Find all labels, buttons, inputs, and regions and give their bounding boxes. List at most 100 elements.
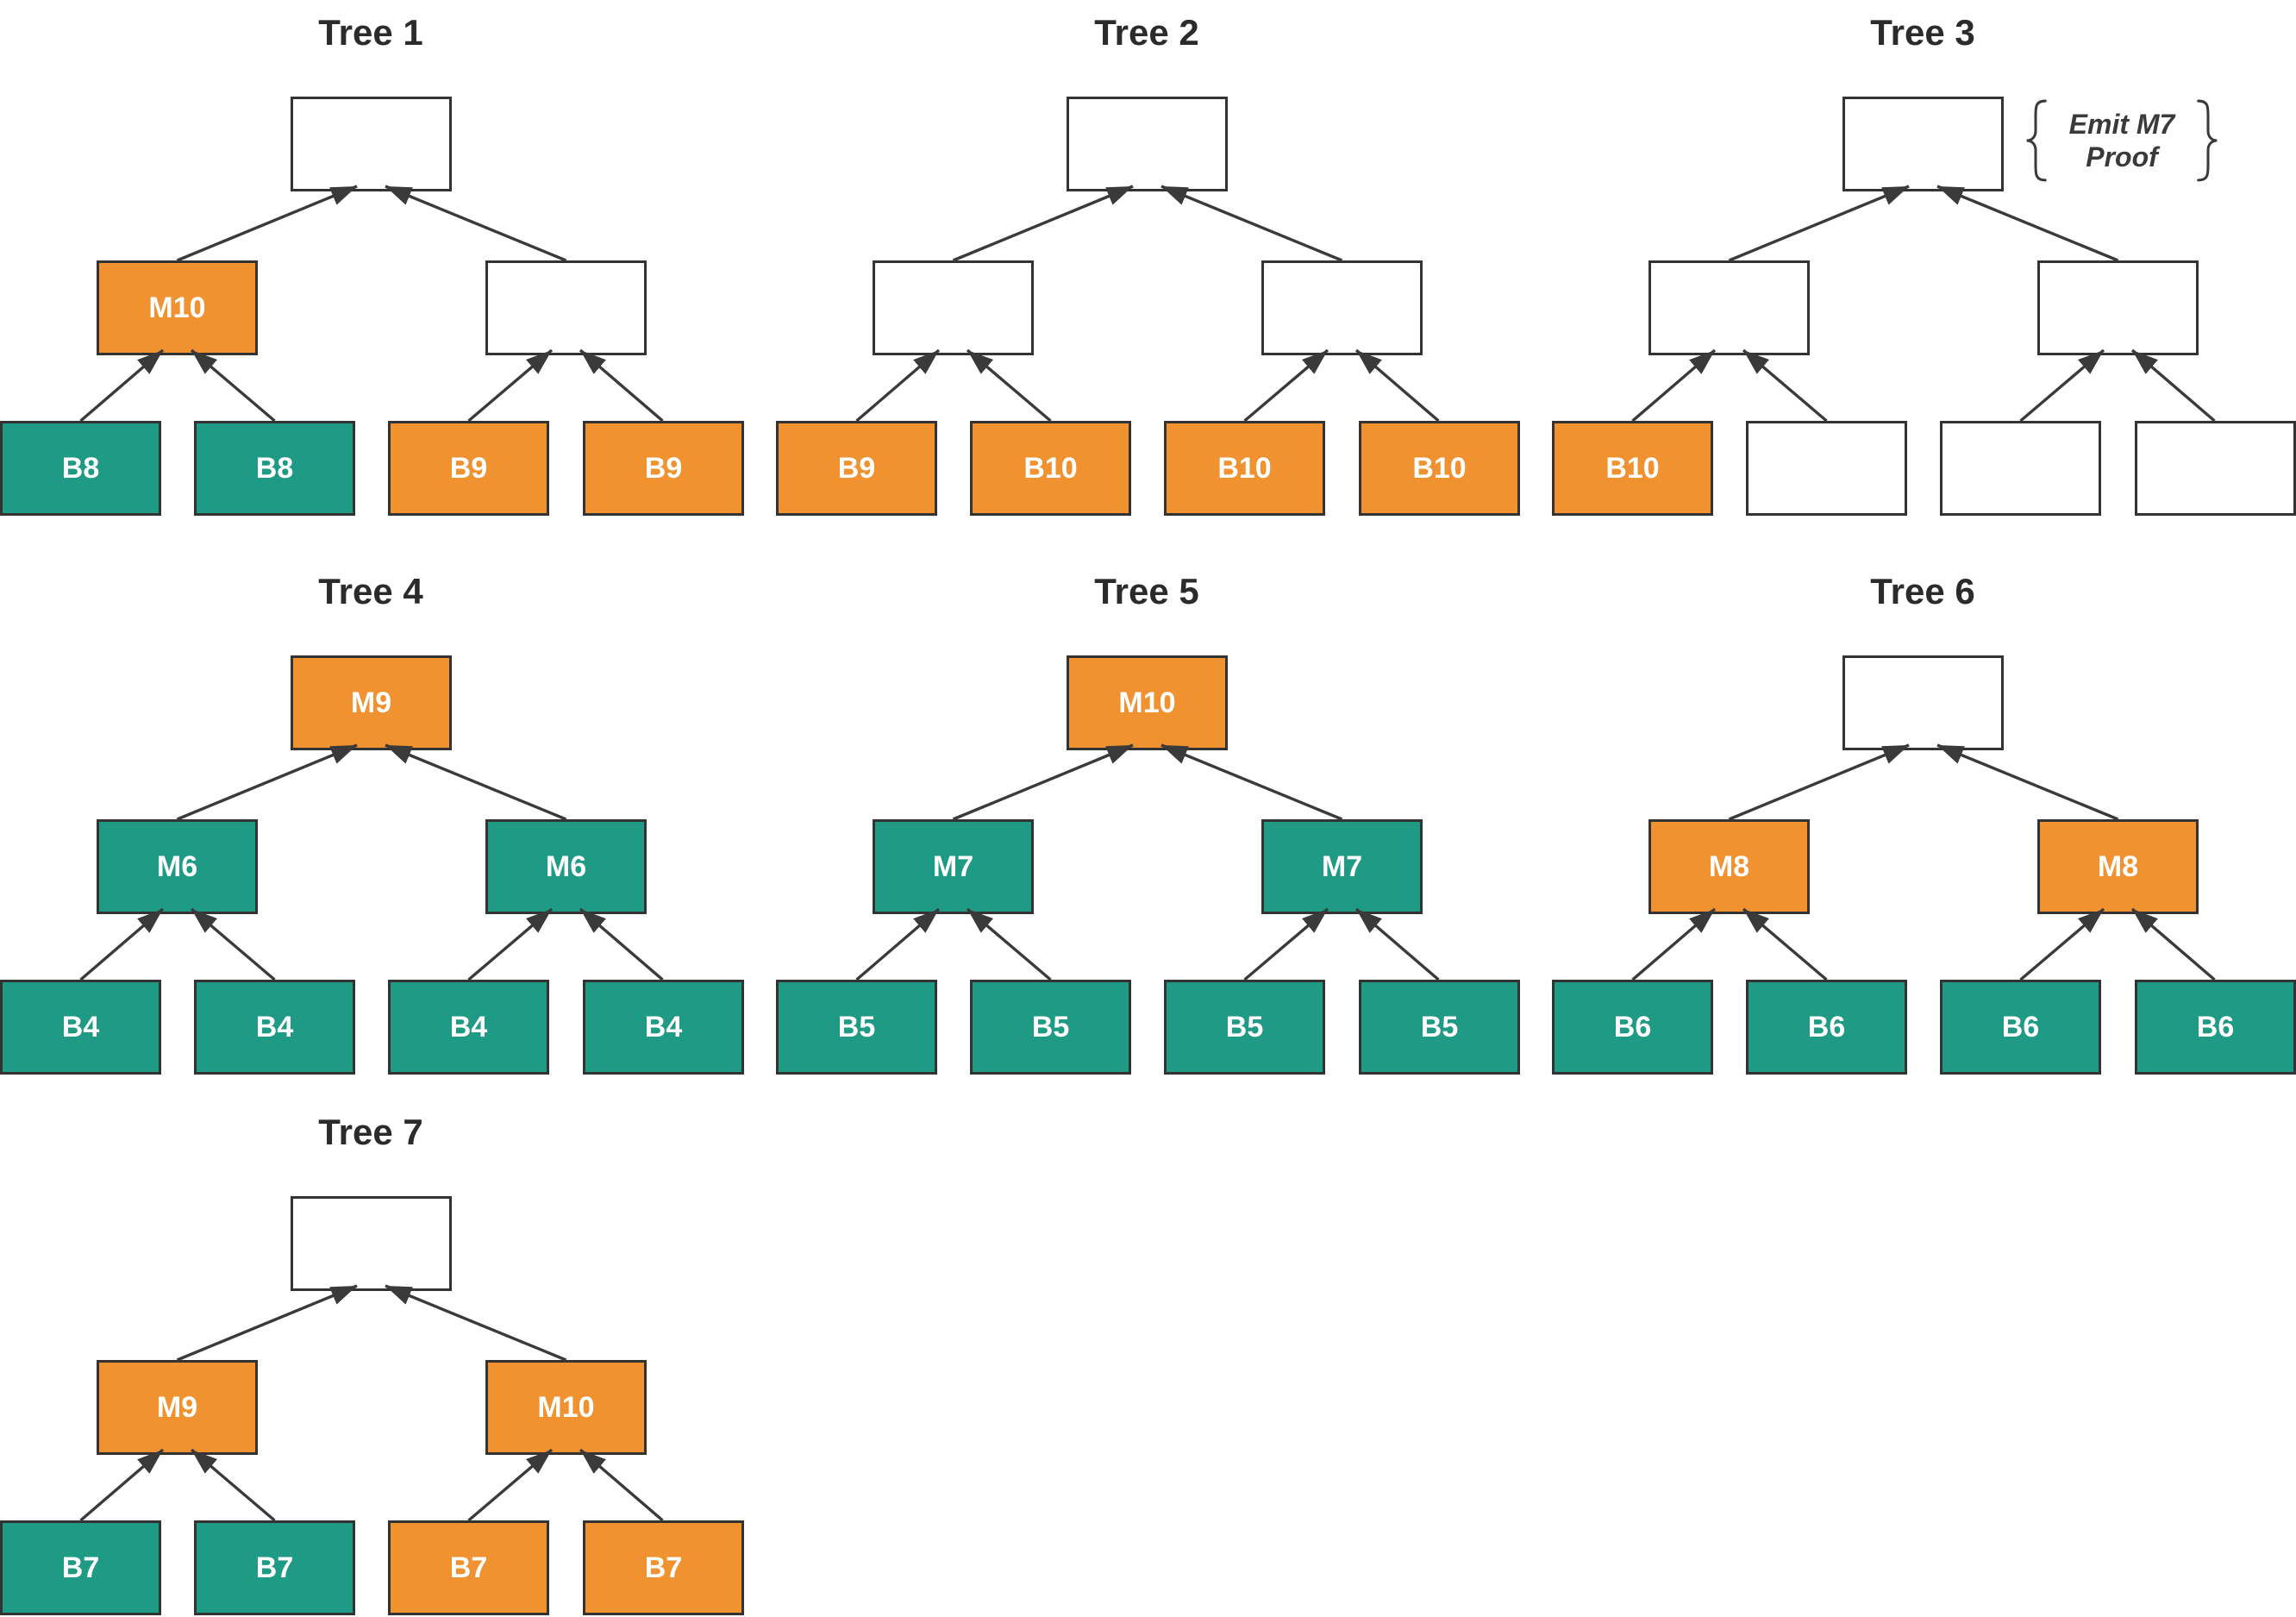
leaf-node-4-label: B5 — [1420, 1010, 1459, 1044]
tree-title: Tree 1 — [318, 12, 423, 53]
root-node — [291, 97, 452, 191]
mid-node-left-label: M9 — [156, 1390, 198, 1424]
leaf-node-2 — [1746, 421, 1907, 516]
root-node — [1842, 655, 2004, 750]
leaf-node-4 — [2135, 421, 2296, 516]
leaf-node-2: B6 — [1746, 980, 1907, 1075]
leaf-node-3: B5 — [1164, 980, 1325, 1075]
leaf-node-2-label: B7 — [255, 1551, 294, 1584]
leaf-node-3: B10 — [1164, 421, 1325, 516]
annotation-line-1: Emit M7 — [2068, 109, 2175, 140]
mid-node-left-label: M7 — [932, 849, 974, 883]
mid-node-left: M10 — [97, 260, 258, 355]
leaf-node-4: B5 — [1359, 980, 1520, 1075]
mid-node-right: M8 — [2037, 819, 2199, 914]
root-node — [1067, 97, 1228, 191]
root-node: M10 — [1067, 655, 1228, 750]
leaf-node-2: B7 — [194, 1520, 355, 1615]
left-curly-brace-icon — [2026, 99, 2047, 182]
mid-node-right — [1261, 260, 1423, 355]
leaf-node-1-label: B5 — [837, 1010, 876, 1044]
tree-title: Tree 5 — [1094, 571, 1199, 611]
mid-node-left-label: M8 — [1708, 849, 1750, 883]
leaf-node-4-label: B7 — [644, 1551, 683, 1584]
merkle-tree: Tree 1 M10 B8 B8 B9 B9 — [0, 0, 745, 517]
leaf-node-1-label: B10 — [1605, 451, 1660, 485]
mid-node-left-label: M10 — [148, 291, 206, 324]
leaf-node-1: B7 — [0, 1520, 161, 1615]
mid-node-right-label: M10 — [537, 1390, 595, 1424]
merkle-tree: Tree 5 M10 M7 M7 B5 B5 B5 B5 — [776, 559, 1521, 1076]
mid-node-right — [485, 260, 647, 355]
leaf-node-3: B9 — [388, 421, 549, 516]
mid-node-right-label: M6 — [545, 849, 587, 883]
leaf-node-2: B5 — [970, 980, 1131, 1075]
leaf-node-3-label: B5 — [1225, 1010, 1264, 1044]
leaf-node-3-label: B6 — [2001, 1010, 2040, 1044]
mid-node-right: M10 — [485, 1360, 647, 1455]
annotation-line-2: Proof — [2086, 141, 2158, 172]
leaf-node-1-label: B8 — [61, 451, 100, 485]
leaf-node-3: B6 — [1940, 980, 2101, 1075]
mid-node-left: M8 — [1648, 819, 1810, 914]
leaf-node-2-label: B6 — [1807, 1010, 1846, 1044]
mid-node-right: M6 — [485, 819, 647, 914]
root-node — [1842, 97, 2004, 191]
mid-node-left-label: M6 — [156, 849, 198, 883]
emit-proof-annotation: Emit M7 Proof — [2024, 93, 2219, 188]
leaf-node-4: B7 — [583, 1520, 744, 1615]
leaf-node-1-label: B7 — [61, 1551, 100, 1584]
leaf-node-1: B10 — [1552, 421, 1713, 516]
leaf-node-3-label: B9 — [449, 451, 488, 485]
root-node — [291, 1196, 452, 1291]
mid-node-right — [2037, 260, 2199, 355]
mid-node-right: M7 — [1261, 819, 1423, 914]
leaf-node-2-label: B8 — [255, 451, 294, 485]
leaf-node-2-label: B10 — [1023, 451, 1078, 485]
merkle-tree: Tree 2 B9 B10 B10 B10 — [776, 0, 1521, 517]
mid-node-left — [873, 260, 1034, 355]
mid-node-right-label: M7 — [1321, 849, 1363, 883]
leaf-node-1: B6 — [1552, 980, 1713, 1075]
leaf-node-4: B4 — [583, 980, 744, 1075]
tree-title: Tree 2 — [1094, 12, 1199, 53]
tree-title: Tree 3 — [1870, 12, 1975, 53]
leaf-node-2: B8 — [194, 421, 355, 516]
root-node: M9 — [291, 655, 452, 750]
tree-title: Tree 4 — [318, 571, 423, 611]
leaf-node-1-label: B9 — [837, 451, 876, 485]
tree-title: Tree 7 — [318, 1112, 423, 1152]
merkle-tree: Tree 3 B10 — [1552, 0, 2296, 517]
leaf-node-2-label: B4 — [255, 1010, 294, 1044]
leaf-node-3: B4 — [388, 980, 549, 1075]
mid-node-left: M9 — [97, 1360, 258, 1455]
leaf-node-1-label: B4 — [61, 1010, 100, 1044]
mid-node-right-label: M8 — [2097, 849, 2139, 883]
leaf-node-1-label: B6 — [1613, 1010, 1652, 1044]
leaf-node-4-label: B4 — [644, 1010, 683, 1044]
mid-node-left: M7 — [873, 819, 1034, 914]
root-node-label: M9 — [350, 686, 392, 719]
root-node-label: M10 — [1118, 686, 1176, 719]
leaf-node-4-label: B6 — [2196, 1010, 2235, 1044]
tree-title: Tree 6 — [1870, 571, 1975, 611]
merkle-tree: Tree 6 M8 M8 B6 B6 B6 B6 — [1552, 559, 2296, 1076]
leaf-node-2: B10 — [970, 421, 1131, 516]
leaf-node-4-label: B10 — [1412, 451, 1467, 485]
leaf-node-4: B9 — [583, 421, 744, 516]
annotation-text: Emit M7 Proof — [2055, 108, 2188, 173]
right-curly-brace-icon — [2197, 99, 2218, 182]
leaf-node-4-label: B9 — [644, 451, 683, 485]
leaf-node-2: B4 — [194, 980, 355, 1075]
merkle-tree: Tree 4 M9 M6 M6 B4 B4 B4 B4 — [0, 559, 745, 1076]
mid-node-left — [1648, 260, 1810, 355]
leaf-node-3-label: B4 — [449, 1010, 488, 1044]
leaf-node-1: B5 — [776, 980, 937, 1075]
merkle-tree: Tree 7 M9 M10 B7 B7 B7 B7 — [0, 1100, 745, 1617]
leaf-node-3-label: B10 — [1217, 451, 1272, 485]
leaf-node-1: B9 — [776, 421, 937, 516]
leaf-node-1: B4 — [0, 980, 161, 1075]
leaf-node-3: B7 — [388, 1520, 549, 1615]
leaf-node-4: B10 — [1359, 421, 1520, 516]
